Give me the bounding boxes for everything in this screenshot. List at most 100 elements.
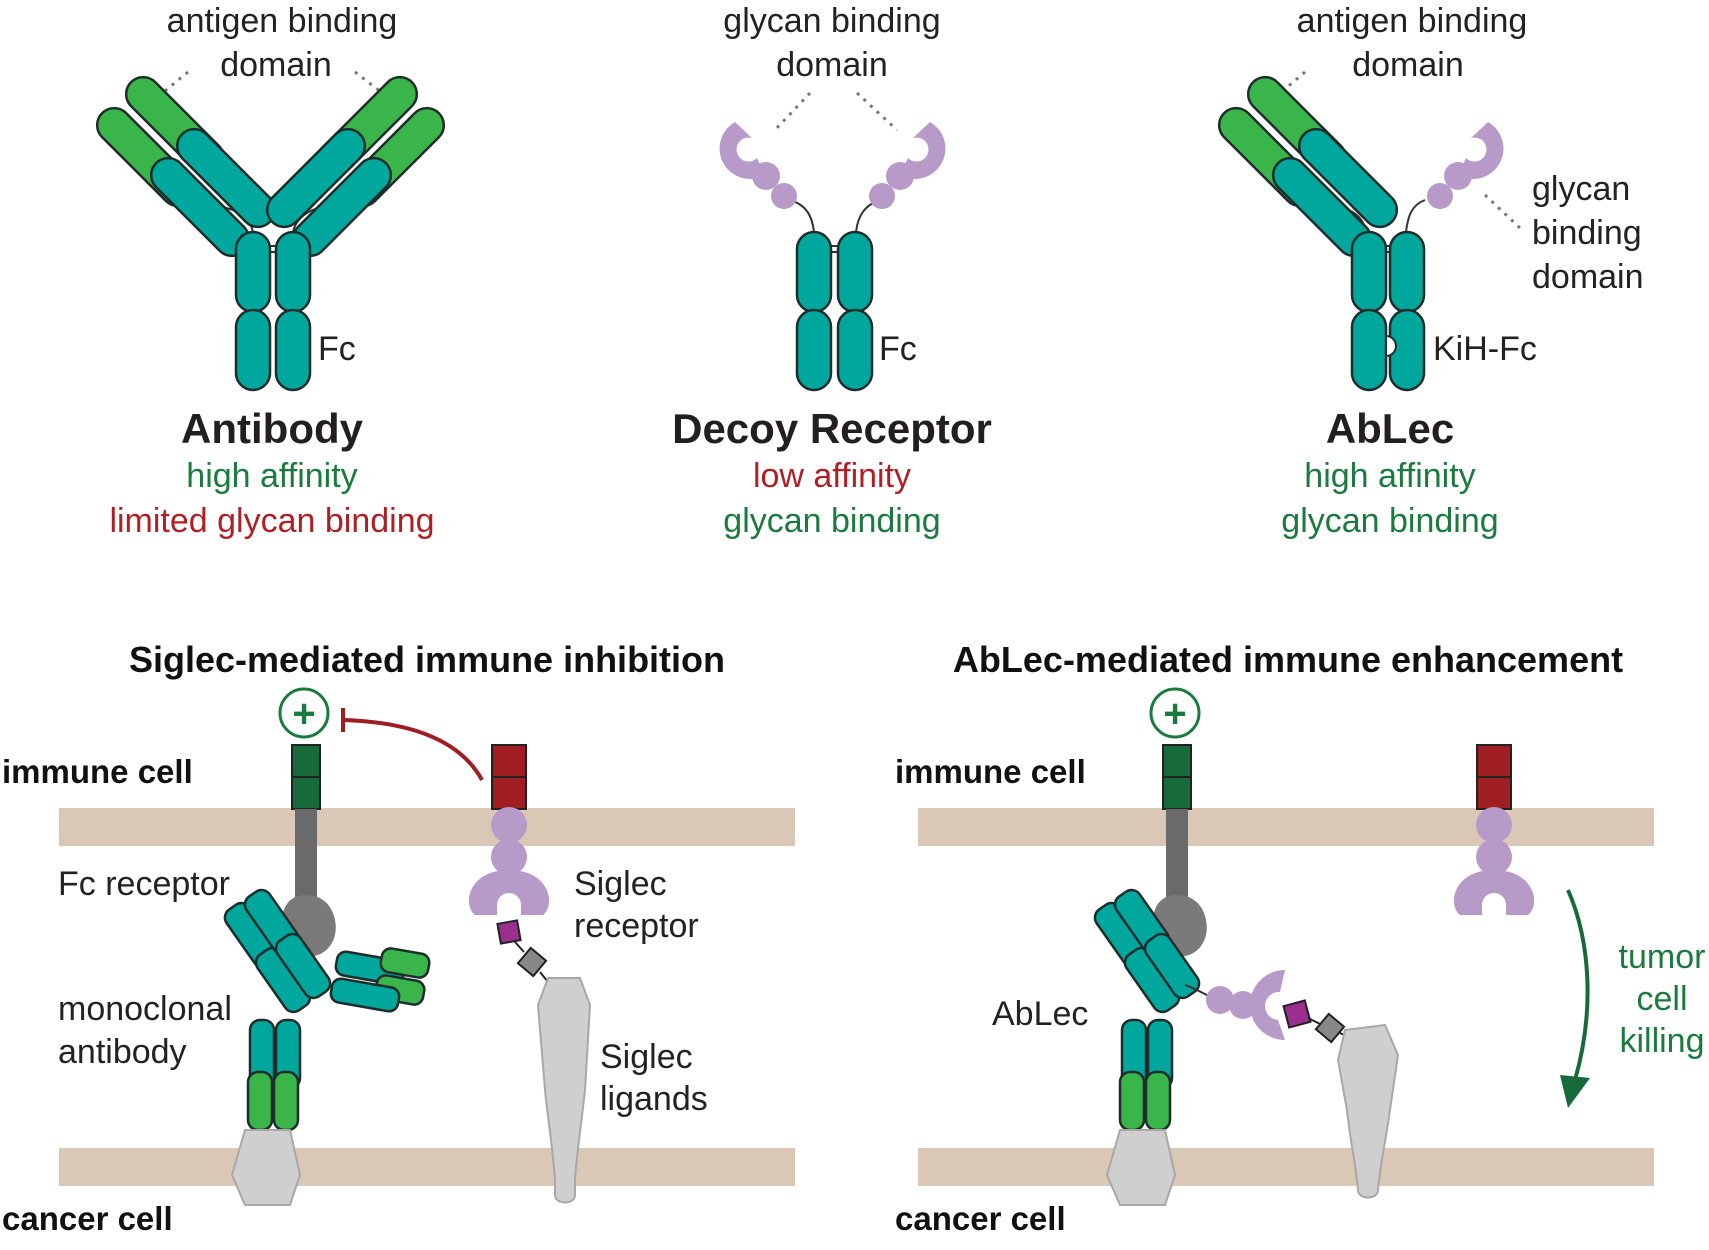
left-ligand-label-line1: Siglec [600, 1038, 693, 1076]
decoy-title: Decoy Receptor [672, 405, 992, 452]
siglec-inhibition-panel: Siglec-mediated immune inhibition immune… [2, 639, 795, 1237]
left-mab-label-line2: antibody [58, 1033, 187, 1071]
left-mab-arm2-3 [379, 947, 431, 979]
antibody-domain-label-line1: antigen binding [167, 2, 398, 40]
ablec-ig-2 [1427, 183, 1453, 209]
right-siglec-ig-1 [1476, 807, 1512, 843]
decoy-hinge-left [789, 199, 815, 233]
right-ablec-ig-1 [1206, 986, 1234, 1014]
left-glycan-link [514, 941, 525, 953]
right-killing-label-line1: tumor [1619, 938, 1706, 976]
right-fc-receptor-itam-2 [1162, 776, 1192, 810]
ablec-hinge-right [1405, 199, 1426, 233]
ablec-domain-label-line1: antigen binding [1297, 2, 1528, 40]
right-killing-arrowhead [1560, 1075, 1590, 1108]
left-cancer-cell-label: cancer cell [2, 1200, 173, 1237]
decoy-left-ig-1 [752, 162, 780, 190]
antibody-leader-right [354, 70, 386, 97]
decoy-fc-right-ch3 [836, 308, 874, 392]
left-inhibition-arrow [342, 718, 484, 781]
decoy-fc-label: Fc [879, 330, 917, 368]
right-glycan-link [1307, 1017, 1321, 1025]
right-ablec-ig-2 [1229, 991, 1257, 1019]
left-fc-receptor-itam-1 [291, 744, 321, 778]
left-mab-arm-4 [274, 932, 332, 1000]
left-fc-receptor-itam-2 [291, 776, 321, 810]
decoy-fc-left-ch3 [795, 308, 833, 392]
antibody-fc-right-ch3 [274, 308, 312, 392]
right-killing-label-line3: killing [1619, 1022, 1704, 1060]
left-immune-cell-label: immune cell [2, 753, 193, 790]
ablec-enhancement-panel: AbLec-mediated immune enhancement immune… [895, 639, 1705, 1237]
left-galactose [516, 946, 548, 978]
left-siglec-itim-2 [491, 776, 527, 810]
ablec-line2: glycan binding [1281, 502, 1498, 540]
decoy-right-ig-2 [869, 183, 895, 209]
left-sialic-acid [496, 919, 522, 945]
ablec-diagram: antigen binding domain glycan binding do… [1217, 2, 1644, 540]
decoy-domain-label-line2: domain [776, 46, 888, 84]
decoy-leader-right [855, 91, 899, 132]
left-siglec-label-line1: Siglec [574, 865, 667, 903]
left-siglec-itim-1 [491, 744, 527, 778]
ablec-fc-right-ch2 [1388, 230, 1426, 314]
left-mab-arm2-4 [329, 977, 401, 1013]
right-ablec-fc-4 [1143, 932, 1201, 1000]
antibody-fc-left-ch2 [234, 230, 272, 314]
right-ablec-lectin [1250, 970, 1285, 1040]
antibody-leader-left [159, 70, 189, 97]
decoy-left-ig-2 [771, 183, 797, 209]
left-siglec-lectin [468, 870, 550, 915]
right-activation-plus: + [1163, 692, 1186, 736]
right-siglec-itim-1 [1476, 744, 1512, 778]
right-fc-receptor-stalk [1166, 809, 1188, 897]
right-fc-receptor-itam-1 [1162, 744, 1192, 778]
ablec-fc-left-ch3 [1350, 308, 1388, 392]
decoy-receptor-diagram: glycan binding domain Fc Decoy Receptor … [672, 2, 992, 540]
left-siglec-ig-1 [491, 807, 527, 843]
right-ablec-fab-4 [1144, 1070, 1172, 1132]
right-ablec-fab-3 [1118, 1070, 1146, 1132]
decoy-leader-left [773, 91, 812, 132]
right-immune-membrane [918, 808, 1654, 846]
ablec-ig-1 [1444, 162, 1472, 190]
right-immune-cell-label: immune cell [895, 753, 1086, 790]
ablec-line1: high affinity [1304, 457, 1475, 495]
decoy-fc-right-ch2 [836, 230, 874, 314]
left-activation-plus: + [292, 692, 315, 736]
right-killing-label-line2: cell [1636, 980, 1687, 1018]
decoy-left-lectin-domain [719, 122, 765, 179]
decoy-line2: glycan binding [723, 502, 940, 540]
decoy-right-ig-1 [886, 162, 914, 190]
right-siglec-lectin [1453, 870, 1535, 915]
right-cancer-membrane [918, 1148, 1654, 1186]
antibody-line1: high affinity [186, 457, 357, 495]
decoy-line1: low affinity [753, 457, 911, 495]
right-tumor-antigen [1105, 1129, 1177, 1206]
ablec-lectin-domain [1458, 122, 1504, 179]
left-siglec-label-line2: receptor [574, 907, 699, 945]
ablec-side-label-line2: binding [1532, 214, 1642, 252]
left-mab-fab-3 [246, 1070, 274, 1132]
left-mab-label-line1: monoclonal [58, 990, 232, 1028]
antibody-line2: limited glycan binding [109, 502, 434, 540]
antibody-diagram: antigen binding domain Fc Antibody high … [95, 2, 446, 540]
ablec-heavy-chain-constant [1297, 127, 1399, 229]
ablec-domain-label-line2: domain [1352, 46, 1464, 84]
right-siglec-itim-2 [1476, 776, 1512, 810]
antibody-fc-right-ch2 [274, 230, 312, 314]
right-activation-circle [1149, 687, 1201, 739]
ablec-side-label-line3: domain [1532, 258, 1644, 296]
right-cancer-cell-label: cancer cell [895, 1200, 1066, 1237]
right-siglec-ligand [1336, 1023, 1400, 1199]
ablec-knob-into-hole [1385, 334, 1397, 358]
antibody-fc-label: Fc [318, 330, 356, 368]
ablec-leader-side [1483, 193, 1522, 230]
decoy-domain-label-line1: glycan binding [723, 2, 940, 40]
left-activation-circle [278, 687, 330, 739]
decoy-right-lectin-domain [900, 122, 946, 179]
antibody-title: Antibody [181, 405, 364, 452]
left-cancer-membrane [59, 1148, 795, 1186]
